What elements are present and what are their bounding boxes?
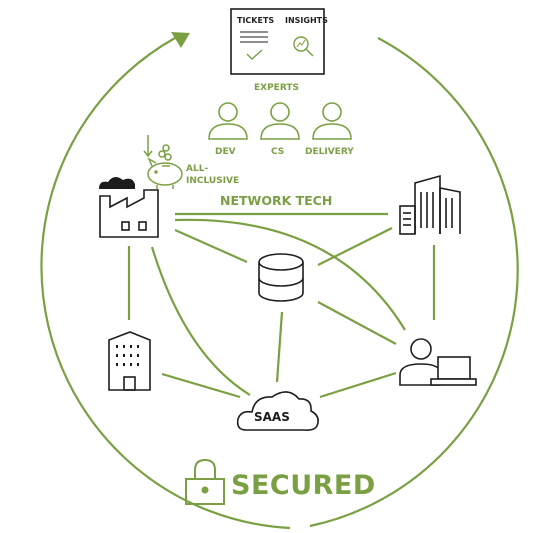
- insights-label: INSIGHTS: [285, 16, 328, 25]
- dashboard-panel: [230, 8, 325, 75]
- link-database-saas: [275, 311, 284, 383]
- link-database-user: [317, 301, 397, 345]
- all-inclusive-label-line1: ALL-: [186, 164, 209, 174]
- factory-icon: [99, 176, 159, 238]
- delivery-person-icon: [312, 102, 352, 140]
- link-factory-saas: [150, 246, 251, 396]
- checklist-icon: [240, 31, 268, 60]
- link-database-office: [317, 227, 393, 266]
- dev-person-icon: [208, 102, 248, 140]
- experts-title: EXPERTS: [254, 83, 299, 93]
- link-factory-database: [174, 228, 248, 264]
- saas-cloud-icon: [236, 391, 319, 431]
- secured-label: SECURED: [231, 470, 376, 501]
- role-delivery-label: DELIVERY: [305, 147, 354, 157]
- database-icon: [258, 253, 304, 302]
- outer-arc-left: [40, 37, 291, 530]
- role-cs-label: CS: [271, 147, 285, 157]
- piggy-bank-icon: [143, 135, 183, 189]
- arrowhead-icon: [171, 32, 190, 48]
- all-inclusive-label-line2: INCLUSIVE: [186, 176, 240, 186]
- apartment-building-icon: [108, 331, 151, 391]
- saas-label: SAAS: [254, 410, 290, 424]
- office-tower-icon: [399, 174, 461, 235]
- expert-icons: [208, 102, 352, 140]
- link-apartment-saas: [161, 372, 241, 399]
- link-saas-user: [319, 371, 397, 399]
- network-tech-label: NETWORK TECH: [220, 193, 333, 208]
- outer-arc-right: [309, 37, 519, 528]
- padlock-icon: [185, 458, 225, 505]
- role-dev-label: DEV: [215, 147, 236, 157]
- magnifier-chart-icon: [293, 36, 314, 57]
- tickets-label: TICKETS: [237, 16, 275, 25]
- remote-user-icon: [399, 338, 477, 386]
- cs-person-icon: [260, 102, 300, 140]
- network-links: [127, 212, 436, 399]
- outer-cycle-arrow: [40, 37, 519, 530]
- link-factory-user: [174, 218, 406, 331]
